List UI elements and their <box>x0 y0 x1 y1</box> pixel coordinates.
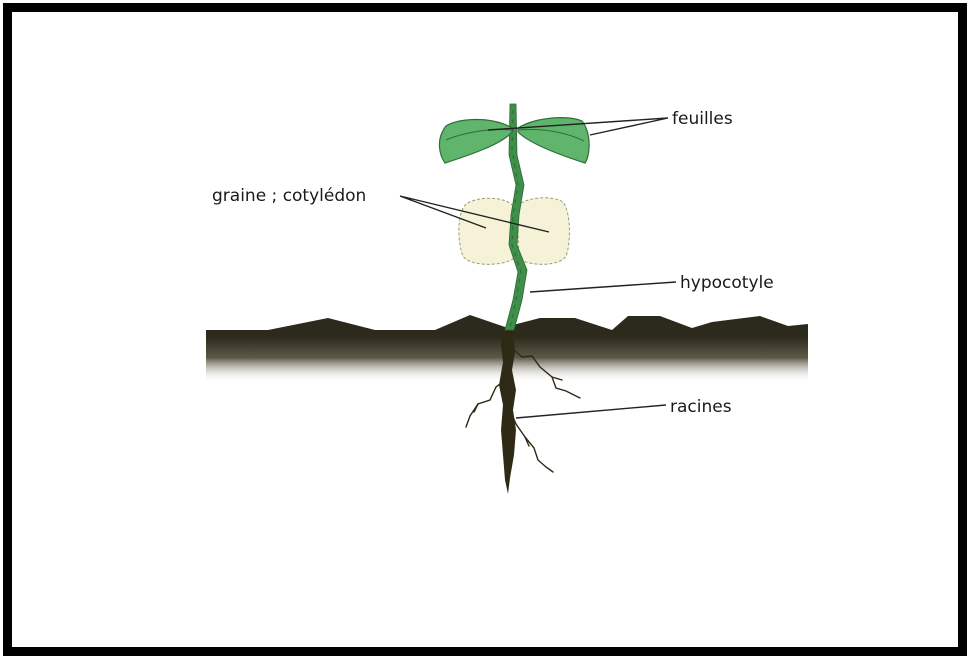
label-hypocotyl: hypocotyle <box>680 273 774 293</box>
label-leaves: feuilles <box>672 109 733 129</box>
label-roots: racines <box>670 397 732 417</box>
label-seed-cotyledon: graine ; cotylédon <box>212 186 366 206</box>
